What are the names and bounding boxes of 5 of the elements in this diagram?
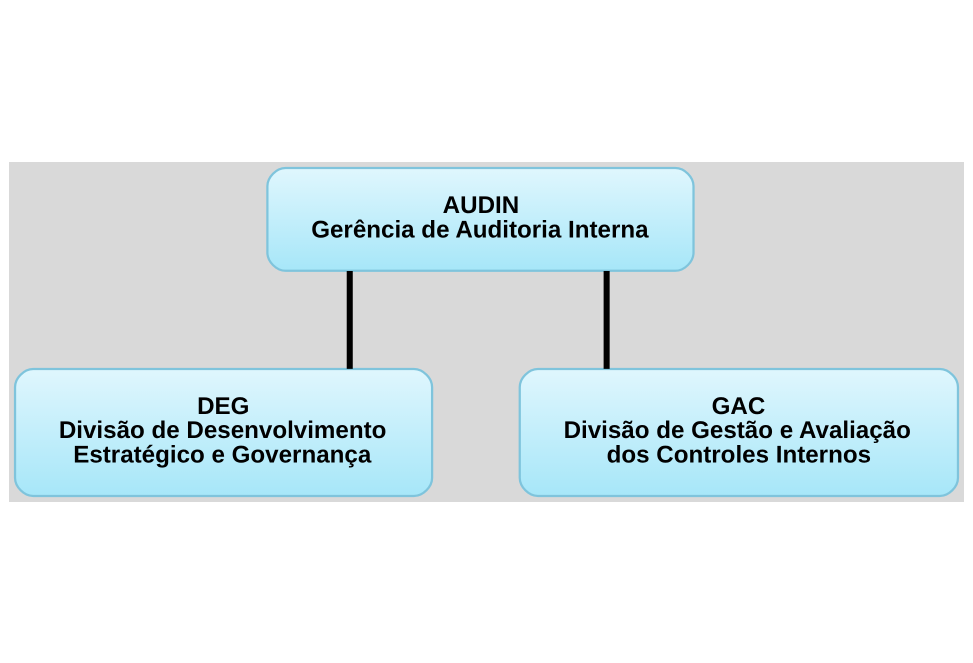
connector bbox=[604, 270, 610, 368]
node-box: AUDIN Gerência de Auditoria Interna bbox=[266, 166, 695, 272]
node-box: DEG Divisão de Desenvolvimento Estratégico e Governança bbox=[14, 367, 434, 497]
connector bbox=[346, 270, 353, 368]
node-box: GAC Divisão de Gestão e Avaliação dos Controles Internos bbox=[518, 367, 960, 497]
